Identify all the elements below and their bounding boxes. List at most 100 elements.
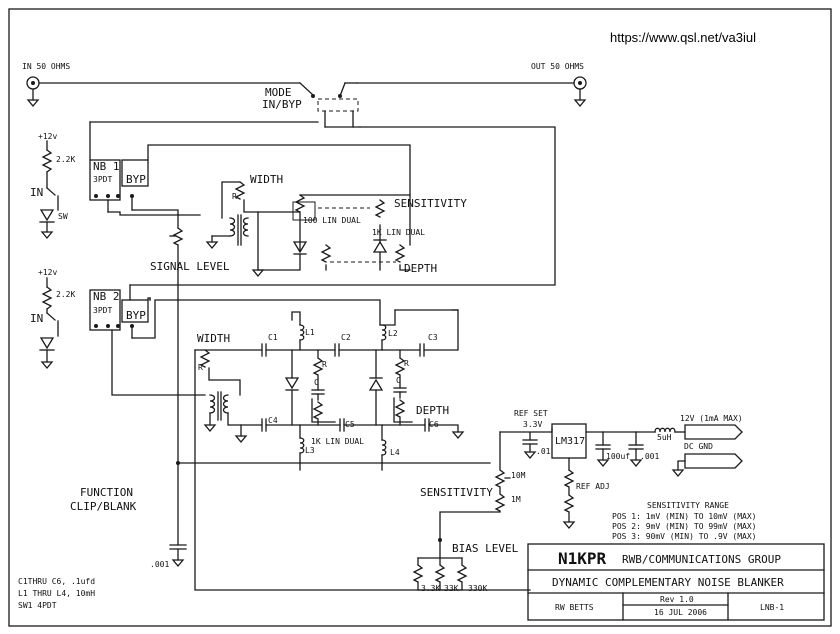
output-connector — [573, 76, 587, 108]
ref-voltage-label: 3.3V — [523, 420, 542, 429]
nb2-r-label: R — [198, 363, 203, 372]
nb1-sensitivity-label: SENSITIVITY — [394, 197, 467, 210]
title-block — [527, 543, 825, 621]
cap-001-label: .001 — [640, 452, 659, 461]
nb2-switch — [89, 289, 149, 339]
nb2-switch-label: 3PDT — [93, 306, 112, 315]
supply-connector — [684, 424, 743, 440]
nb1-depth-label: DEPTH — [404, 262, 437, 275]
sensitivity-pot-label: SENSITIVITY — [420, 486, 493, 499]
cap-100uf — [595, 431, 611, 468]
nb2-c-label: C — [314, 378, 319, 387]
nb2-l2 — [381, 324, 387, 351]
nb2-r3-label: R — [404, 359, 409, 368]
bias-cap — [169, 544, 187, 568]
dc-gnd-label: DC GND — [684, 442, 713, 451]
title-callsign: N1KPR — [558, 549, 607, 568]
nb1-transformer — [205, 181, 249, 250]
nb1-width-label: WIDTH — [250, 173, 283, 186]
nb1-pot-1k-label: 1K LIN DUAL — [372, 228, 425, 237]
nb1-switch-label: 3PDT — [93, 175, 112, 184]
bias-cap-label: .001 — [150, 560, 169, 569]
cap-001 — [628, 431, 644, 468]
output-port-label: OUT 50 OHMS — [531, 62, 584, 71]
mode-switch — [299, 82, 361, 128]
nb2-resistor-label: 2.2K — [56, 290, 75, 299]
input-port-label: IN 50 OHMS — [22, 62, 70, 71]
bias-r3-label: 330K — [468, 584, 487, 593]
bias-level-label: BIAS LEVEL — [452, 542, 519, 555]
nb1-diodes — [257, 224, 388, 271]
nb1-ground — [251, 269, 265, 278]
nb2-in-label: IN — [30, 312, 43, 325]
nb2-byp-label: BYP — [126, 309, 146, 322]
function-sub-label: CLIP/BLANK — [70, 500, 137, 513]
nb2-diode-2 — [368, 349, 384, 426]
nb2-c1-label: C1 — [268, 333, 278, 342]
nb1-resistor-label: 2.2K — [56, 155, 75, 164]
nb2-c2-ladder-label: C — [396, 376, 401, 385]
nb1-byp-label: BYP — [126, 173, 146, 186]
sensitivity-range-row-3: POS 3: 90mV (MIN) TO .9V (MAX) — [612, 532, 757, 541]
nb1-supply — [39, 140, 59, 240]
title-date: 16 JUL 2006 — [654, 608, 707, 617]
res-1m-label: 1M — [511, 495, 521, 504]
nb2-l4-label: L4 — [390, 448, 400, 457]
nb1-signal-level-label: SIGNAL LEVEL — [150, 260, 230, 273]
nb2-l3 — [299, 424, 305, 464]
title-author: RW BETTS — [555, 603, 594, 612]
title-doc: LNB-1 — [760, 603, 784, 612]
ref-set-label: REF SET — [514, 409, 548, 418]
mode-label: MODE — [265, 86, 292, 99]
nb1-supply-label: +12v — [38, 132, 57, 141]
nb2-c2-label: C2 — [341, 333, 351, 342]
nb2-c4-label: C4 — [268, 416, 278, 425]
nb2-l2-label: L2 — [388, 329, 398, 338]
sensitivity-range-row-1: POS 1: 1mV (MIN) TO 10mV (MAX) — [612, 512, 757, 521]
title-rev: Rev 1.0 — [660, 595, 694, 604]
choke-5uh — [654, 427, 686, 433]
nb2-c3-label: C3 — [428, 333, 438, 342]
bias-r1-label: 3.3K — [421, 584, 440, 593]
bias-r2-label: 33K — [444, 584, 459, 593]
nb2-l4 — [381, 424, 387, 464]
nb2-r2-label: R — [322, 360, 327, 369]
ref-cap — [522, 439, 538, 460]
function-label: FUNCTION — [80, 486, 133, 499]
nb1-pot-100-label: 100 LIN DUAL — [303, 216, 361, 225]
nb1-r-label: R — [232, 192, 237, 201]
nb1-in-label: IN — [30, 186, 43, 199]
ref-adj-label: REF ADJ — [576, 482, 610, 491]
title-group: RWB/COMMUNICATIONS GROUP — [622, 553, 781, 566]
nb2-supply-label: +12v — [38, 268, 57, 277]
note-switch: SW1 4PDT — [18, 601, 57, 610]
input-connector — [26, 76, 40, 108]
cap-100uf-label: 100uf — [606, 452, 630, 461]
nb1-label: NB 1 — [93, 160, 120, 173]
sensitivity-range-row-2: POS 2: 9mV (MIN) TO 99mV (MAX) — [612, 522, 757, 531]
lm317-label: LM317 — [555, 436, 585, 447]
supply-label: 12V (1mA MAX) — [680, 414, 743, 423]
sensitivity-range-title: SENSITIVITY RANGE — [647, 501, 729, 510]
mode-sub-label: IN/BYP — [262, 98, 302, 111]
nb2-l1 — [291, 311, 305, 351]
choke-label: 5uH — [657, 433, 672, 442]
nb2-width-label: WIDTH — [197, 332, 230, 345]
nb2-supply — [39, 277, 59, 370]
nb1-signal-level-pot — [169, 227, 184, 301]
nb2-l3-label: L3 — [305, 446, 315, 455]
title-name: DYNAMIC COMPLEMENTARY NOISE BLANKER — [552, 576, 784, 589]
pot-10m-label: 10M — [511, 471, 526, 480]
nb2-l1-label: L1 — [305, 328, 315, 337]
nb1-sw-label: SW — [58, 212, 68, 221]
nb1-switch — [89, 121, 149, 213]
ref-cap-label: .01 — [536, 447, 551, 456]
note-caps: C1THRU C6, .1ufd — [18, 577, 95, 586]
nb2-pot-1k-label: 1K LIN DUAL — [311, 437, 364, 446]
nb2-label: NB 2 — [93, 290, 120, 303]
note-inductors: L1 THRU L4, 10mH — [18, 589, 95, 598]
nb2-transformer — [203, 391, 229, 433]
nb2-diode-1 — [284, 349, 300, 426]
source-url[interactable]: https://www.qsl.net/va3iul — [610, 30, 756, 45]
